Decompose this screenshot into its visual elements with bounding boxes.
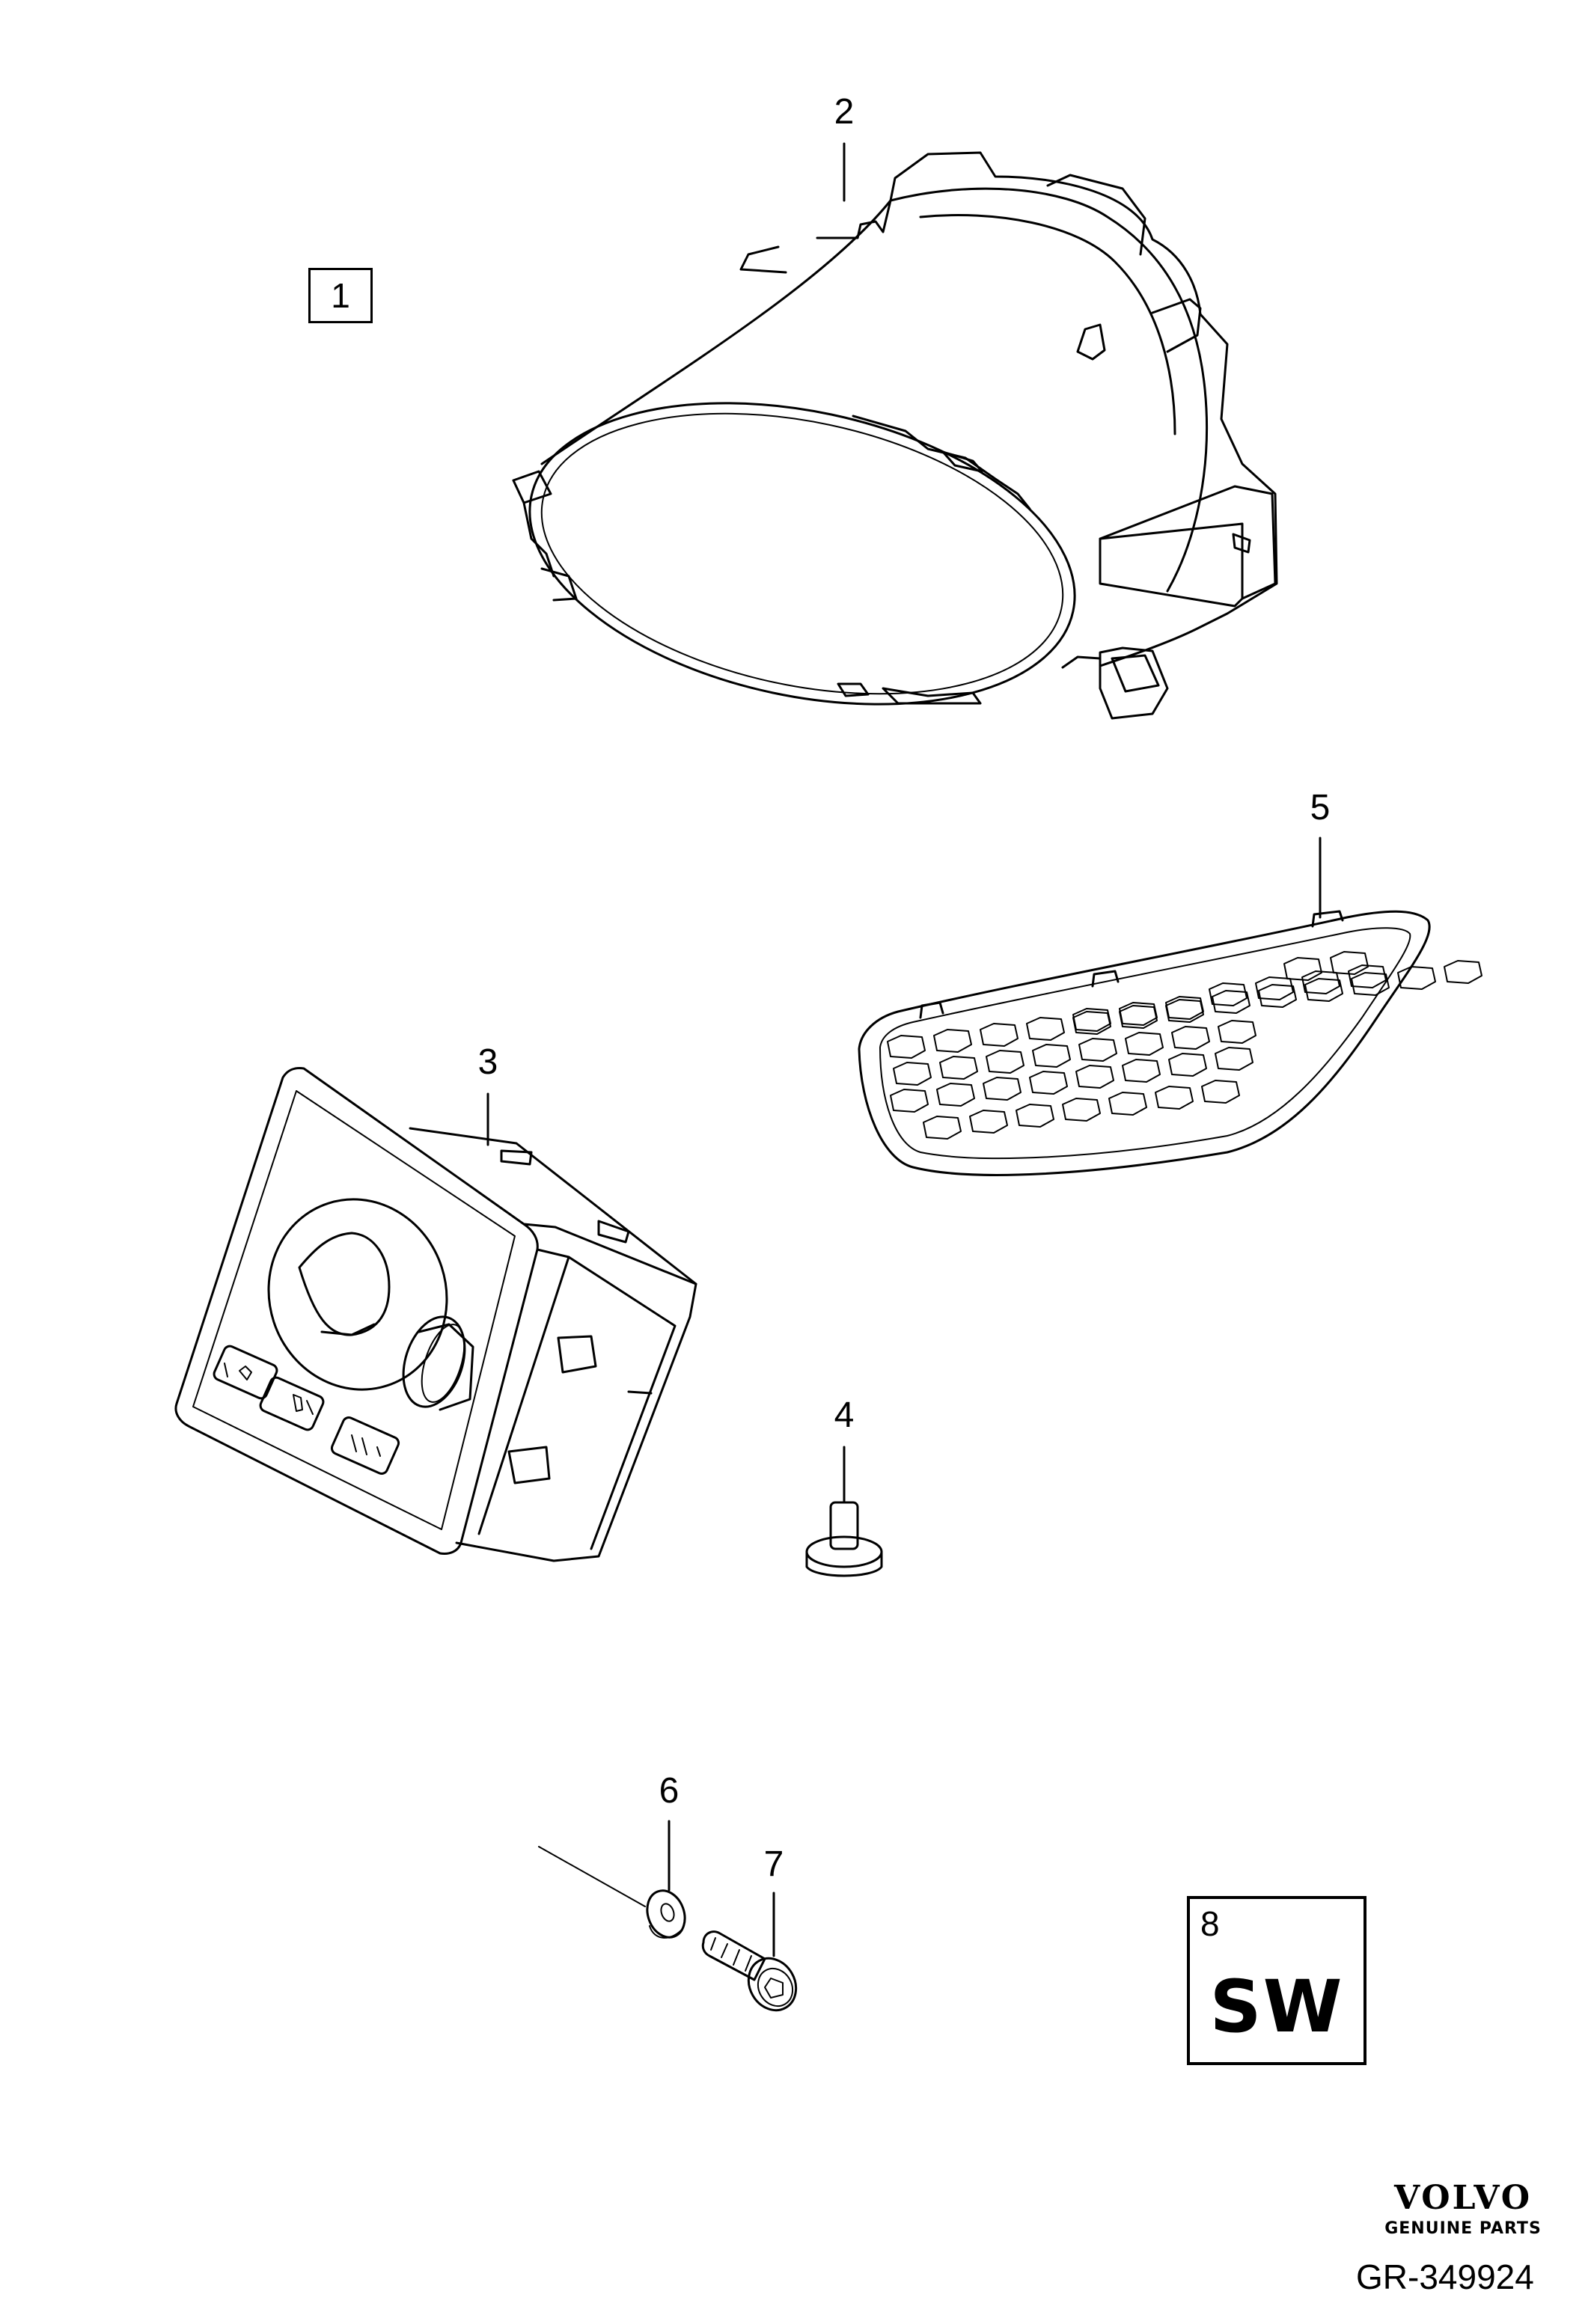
honeycomb-cell	[1155, 1086, 1193, 1109]
callout-7: 7	[763, 1844, 784, 1884]
honeycomb-cell	[1444, 961, 1482, 983]
screw	[703, 1893, 805, 2019]
clip-pin	[807, 1447, 882, 1576]
honeycomb-cell	[1331, 952, 1368, 974]
honeycomb-cell	[923, 1116, 961, 1139]
honeycomb-cell	[1352, 973, 1389, 995]
honeycomb-cell	[1123, 1059, 1160, 1082]
callout-1: 1	[308, 268, 373, 323]
honeycomb-cell	[970, 1110, 1007, 1133]
brand-logo: VOLVO	[1393, 2179, 1533, 2217]
honeycomb-cell	[1030, 1071, 1067, 1094]
honeycomb-cell	[1120, 1006, 1157, 1028]
honeycomb-cell	[1076, 1065, 1114, 1088]
honeycomb-cell	[891, 1089, 928, 1112]
honeycomb-cell	[1120, 1003, 1157, 1025]
honeycomb-cell	[1166, 997, 1203, 1019]
honeycomb-cell	[1079, 1039, 1117, 1061]
honeycomb-cell	[888, 1036, 925, 1058]
honeycomb-cell	[934, 1030, 971, 1052]
brand-subtitle: GENUINE PARTS	[1384, 2219, 1542, 2238]
callout-2: 2	[834, 92, 855, 132]
honeycomb-cell	[1033, 1045, 1070, 1067]
honeycomb-cell	[1259, 985, 1296, 1007]
honeycomb-cell	[940, 1056, 977, 1079]
honeycomb-cell	[1218, 1021, 1256, 1043]
honeycomb-cell	[894, 1062, 931, 1085]
honeycomb-cell	[1109, 1092, 1146, 1115]
honeycomb-cell	[1256, 977, 1293, 1000]
honeycomb-cell	[1073, 1012, 1111, 1034]
honeycomb-cell	[1305, 979, 1343, 1001]
honeycomb-cell	[1166, 1000, 1203, 1022]
honeycomb-cell	[1027, 1018, 1064, 1040]
honeycomb-cell	[1073, 1009, 1111, 1031]
honeycomb-cell	[1172, 1027, 1209, 1049]
grille-honeycomb	[888, 952, 1482, 1139]
honeycomb-cell	[1302, 971, 1340, 994]
honeycomb-cell	[1169, 1054, 1206, 1076]
sw-box: 8 SW	[1187, 1896, 1366, 2065]
callout-6: 6	[659, 1771, 680, 1811]
washer	[539, 1821, 691, 1942]
honeycomb-cell	[983, 1077, 1021, 1100]
honeycomb-cell	[1215, 1048, 1253, 1070]
honeycomb-cell	[1209, 983, 1247, 1006]
callout-8: 8	[1200, 1904, 1220, 1943]
honeycomb-cell	[986, 1051, 1024, 1073]
callout-3: 3	[477, 1042, 498, 1082]
fog-lamp-housing	[502, 144, 1277, 750]
callout-5: 5	[1310, 788, 1331, 828]
sw-label: SW	[1209, 1965, 1344, 2049]
honeycomb-cell	[1212, 991, 1250, 1013]
honeycomb-cell	[1126, 1033, 1163, 1055]
honeycomb-cell	[1398, 967, 1435, 989]
honeycomb-cell	[1284, 958, 1322, 980]
honeycomb-cell	[1349, 965, 1386, 988]
honeycomb-cell	[937, 1083, 974, 1106]
honeycomb-cell	[1063, 1098, 1100, 1121]
honeycomb-cell	[1016, 1104, 1054, 1127]
honeycomb-cell	[980, 1024, 1018, 1046]
callout-4: 4	[834, 1395, 855, 1435]
light-switch-module	[176, 1068, 696, 1562]
honeycomb-cell	[1202, 1080, 1239, 1103]
reference-number: GR-349924	[1356, 2257, 1534, 2296]
